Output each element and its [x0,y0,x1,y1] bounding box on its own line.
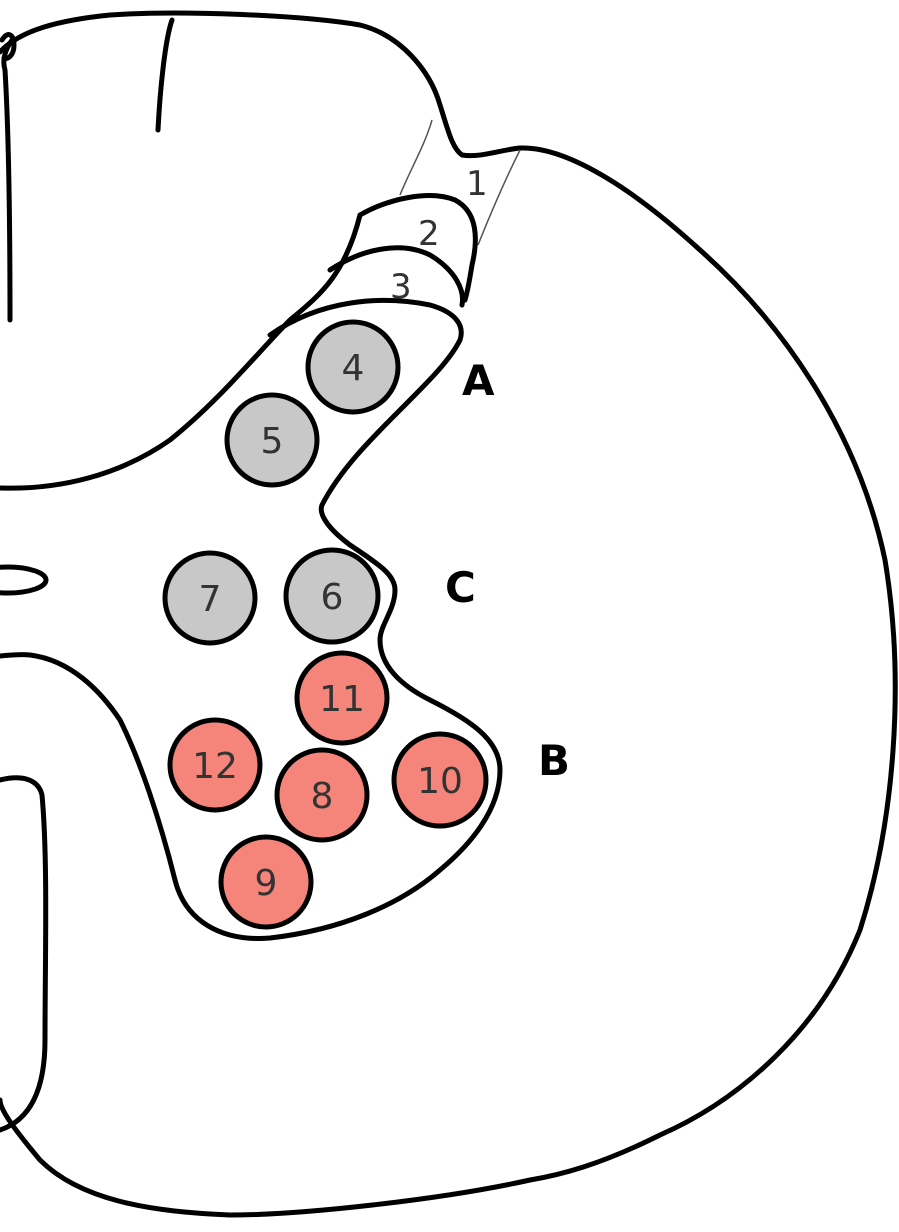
lamina-1-boundary-right [477,149,521,246]
nucleus-5: 5 [224,392,320,488]
nucleus-12-circle [167,717,263,813]
nucleus-8-label: 8 [311,776,334,817]
nucleus-10: 10 [391,731,489,829]
nucleus-5-circle [224,392,320,488]
lamina-3-label: 3 [390,267,412,307]
nucleus-5-label: 5 [261,421,284,462]
region-b-label: B [538,736,570,785]
nucleus-6: 6 [283,547,381,645]
nucleus-11-label: 11 [319,679,365,720]
lamina-1-label: 1 [466,164,488,204]
nucleus-8-circle [274,747,370,843]
lamina-3-boundary [327,245,466,308]
nucleus-7-circle [162,550,258,646]
nucleus-8: 8 [274,747,370,843]
nucleus-10-circle [391,731,489,829]
nucleus-9-label: 9 [255,863,278,904]
nucleus-4: 4 [305,319,401,415]
nucleus-10-label: 10 [417,761,463,802]
nucleus-7-label: 7 [199,579,222,620]
region-c-label: C [445,563,476,612]
nucleus-6-label: 6 [321,577,344,618]
nucleus-7: 7 [162,550,258,646]
lamina-1-boundary-left [399,119,433,196]
nucleus-12-label: 12 [192,746,238,787]
nucleus-12: 12 [167,717,263,813]
white-matter-outline [0,10,898,1218]
lamina-2-label: 2 [418,214,440,254]
nucleus-9-circle [218,834,314,930]
lamina-2-boundary [357,193,478,303]
ventral-median-fissure [0,775,49,1133]
dorsal-median-septum [1,37,15,323]
nucleus-11: 11 [294,650,390,746]
grey-matter-outline [0,212,503,941]
nucleus-4-circle [305,319,401,415]
dorsal-sulcus-line [0,32,17,61]
nucleus-4-label: 4 [342,348,365,389]
central-canal [0,564,49,596]
region-a-label: A [462,356,495,405]
nucleus-6-circle [283,547,381,645]
nucleus-9: 9 [218,834,314,930]
nucleus-11-circle [294,650,390,746]
dorsal-intermediate-sulcus [155,17,175,133]
